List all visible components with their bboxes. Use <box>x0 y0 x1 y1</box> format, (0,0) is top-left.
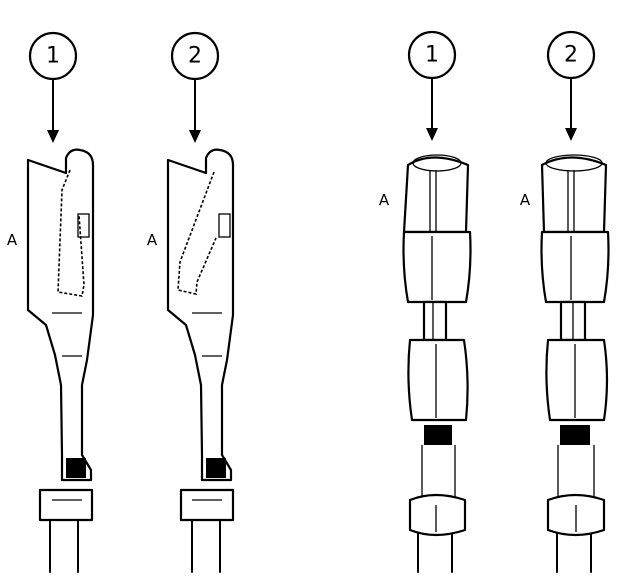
male-terminal-2-spring <box>177 171 217 295</box>
male-terminal-1-spring <box>57 169 85 297</box>
female-terminal-2-lower-collar <box>545 338 609 422</box>
female-terminal-2 <box>540 154 610 573</box>
female-terminal-1 <box>402 154 472 573</box>
part-label-female-1: A <box>379 191 390 209</box>
male-terminal-1-crimp <box>66 458 86 478</box>
callout-male-2-number: 2 <box>188 44 202 69</box>
male-terminal-1-slot <box>77 213 90 238</box>
female-terminal-1-neck <box>422 300 448 342</box>
male-terminal-1 <box>26 148 95 573</box>
female-terminal-1-sleeve <box>408 493 467 537</box>
callout-female-1: 1 <box>407 30 457 141</box>
part-label-male-1: A <box>7 231 18 249</box>
female-terminal-1-upper-collar <box>402 230 472 304</box>
female-terminal-1-crimp <box>424 425 452 445</box>
part-label-male-2: A <box>147 231 158 249</box>
female-terminal-2-upper-collar <box>540 230 610 304</box>
callout-male-2: 2 <box>170 31 220 143</box>
callout-female-1-arrow-head <box>426 128 438 141</box>
female-terminal-1-lower-collar <box>407 338 469 422</box>
callout-male-1: 1 <box>28 31 78 143</box>
male-terminal-1-body <box>26 148 95 482</box>
callout-female-1-number: 1 <box>425 43 439 68</box>
male-terminal-2-sleeve <box>179 488 235 522</box>
male-terminal-2-slot <box>218 213 231 238</box>
male-terminal-2-crimp <box>206 458 226 478</box>
callout-female-2: 2 <box>546 30 596 141</box>
callout-male-2-arrow-head <box>189 130 201 143</box>
male-terminal-2 <box>166 148 235 573</box>
callout-male-1-number: 1 <box>46 44 60 69</box>
male-terminal-1-sleeve <box>38 488 94 522</box>
callout-male-1-arrow-head <box>47 130 59 143</box>
part-label-female-2: A <box>520 191 531 209</box>
male-terminal-2-body <box>166 148 235 482</box>
callout-female-2-number: 2 <box>564 43 578 68</box>
female-terminal-2-crimp <box>560 425 590 445</box>
callout-female-2-arrow-head <box>565 128 577 141</box>
